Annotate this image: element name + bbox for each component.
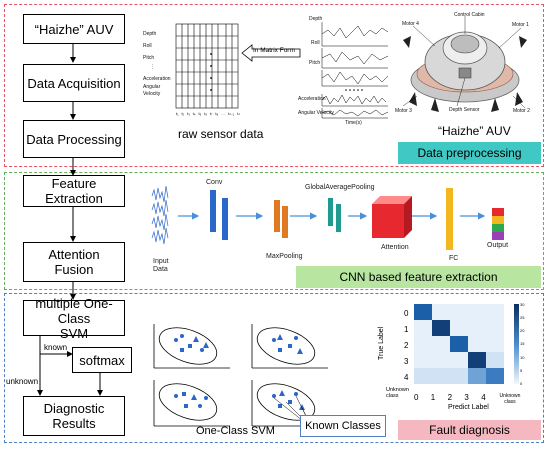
cb-tick-10: 10	[520, 354, 525, 360]
col-t5: t₅	[198, 111, 202, 116]
softmax-box: softmax	[72, 347, 132, 373]
data-preprocessing-tag: Data preprocessing	[398, 142, 541, 164]
confusion-matrix	[414, 304, 519, 384]
one-class-svm-box: multiple One-Class SVM	[23, 296, 125, 341]
cm-row-labels: 0 1 2 3 4	[404, 306, 408, 386]
raw-sensor-data-label: raw sensor data	[178, 127, 264, 141]
attention-fusion-line1: Attention	[48, 247, 100, 262]
diag-line1: Diagnostic	[43, 401, 105, 416]
matrix-row-velocity: Velocity	[143, 91, 161, 97]
cb-tick-20: 20	[520, 328, 525, 334]
auv-box: “Haizhe” AUV	[23, 14, 125, 44]
cnn-data-label: Data	[153, 266, 168, 273]
col-t4: t₄	[192, 111, 196, 116]
data-processing-box: Data Processing	[23, 120, 125, 158]
diagnostic-results-box: Diagnostic Results	[23, 396, 125, 436]
cm-col-2: 2	[447, 393, 453, 402]
signal-label-pitch: Pitch	[309, 60, 321, 66]
cm-row-1: 1	[404, 325, 409, 334]
signal-label-angular-velocity: Angular Velocity	[298, 110, 334, 116]
cm-predict-label: Predict Label	[448, 404, 489, 411]
feature-extraction-box: Feature Extraction	[23, 175, 125, 207]
cm-col-0: 0	[414, 393, 419, 402]
known-classes-box: Known Classes	[300, 415, 386, 437]
fault-diagnosis-tag: Fault diagnosis	[398, 420, 541, 440]
matrix-row-acceleration: Acceleration	[143, 76, 171, 82]
cnn-attention-label: Attention	[381, 244, 409, 251]
matrix-form-label: In Matrix Form	[253, 47, 295, 54]
robot-label-motor3: Motor 3	[395, 108, 412, 114]
sensor-matrix	[175, 23, 239, 109]
col-t1: t₁	[176, 111, 179, 116]
robot-label-motor2: Motor 2	[513, 108, 530, 114]
signal-label-acceleration: Acceleration	[298, 96, 326, 102]
cm-col-labels: 0 1 2 3 4 Unknown class	[414, 393, 522, 405]
cm-row-4: 4	[404, 373, 409, 382]
attention-fusion-box: Attention Fusion	[23, 242, 125, 282]
data-preprocessing-section	[4, 4, 544, 167]
cm-true-label: True Label	[378, 326, 385, 360]
cb-tick-15: 15	[520, 341, 525, 347]
col-t6: t₆	[204, 111, 207, 116]
matrix-row-angular: Angular	[143, 84, 161, 90]
auv-caption: “Haizhe” AUV	[438, 124, 511, 138]
cnn-output-label: Output	[487, 242, 509, 249]
sensor-signals-plot	[321, 22, 389, 119]
matrix-row-depth: Depth	[143, 31, 157, 37]
cb-tick-25: 25	[520, 315, 525, 321]
cnn-gap-label: GlobalAveragePooling	[305, 184, 375, 191]
ocsvm-line1: multiple One-Class	[35, 295, 113, 326]
cm-row-0: 0	[404, 309, 409, 318]
matrix-row-pitch: Pitch	[143, 55, 155, 61]
robot-label-motor1: Motor 1	[512, 22, 529, 28]
cb-tick-0: 0	[520, 380, 523, 386]
robot-label-depth-sensor: Depth Sensor	[449, 107, 480, 113]
col-t3: t₃	[187, 111, 190, 116]
cnn-architecture	[151, 185, 504, 250]
colorbar-ticks: 30 25 20 15 10 5 0	[520, 302, 524, 386]
cm-col-3: 3	[464, 393, 469, 402]
matrix-row-dots: ⋮	[150, 64, 155, 70]
col-t8: t₈	[215, 111, 219, 116]
cm-row-3: 3	[404, 357, 409, 366]
one-class-svm-caption: One-Class SVM	[196, 425, 275, 437]
col-t2: t₂	[181, 111, 185, 116]
signal-label-roll: Roll	[311, 40, 320, 46]
cb-tick-5: 5	[520, 367, 523, 373]
cm-col-unknown: Unknown class	[499, 393, 521, 405]
robot-label-motor4: Motor 4	[402, 21, 419, 27]
cnn-feature-extraction-tag: CNN based feature extraction	[296, 266, 541, 288]
signal-label-depth: Depth	[309, 16, 323, 22]
cb-tick-30: 30	[520, 302, 525, 307]
col-ellipsis: …	[221, 111, 226, 116]
diag-line2: Results	[52, 416, 96, 431]
cnn-fc-label: FC	[449, 255, 459, 262]
cm-col-4: 4	[481, 393, 486, 402]
feature-extraction-section	[4, 172, 544, 290]
matrix-row-roll: Roll	[143, 43, 152, 49]
cm-col-1: 1	[430, 393, 436, 402]
known-label: known	[44, 343, 68, 352]
col-t7: t₇	[209, 111, 213, 116]
fault-diagnosis-section	[4, 293, 544, 443]
attention-fusion-line2: Fusion	[54, 262, 94, 277]
cm-row-unknown: Unknown class	[386, 387, 409, 399]
signal-xlabel: Time(s)	[345, 120, 362, 126]
auv-illustration	[402, 16, 527, 112]
col-tn-1: tₙ₋₁	[228, 111, 235, 116]
ocsvm-line2: SVM	[59, 325, 89, 341]
matrix-form-arrow	[241, 44, 301, 62]
col-tn: tₙ	[237, 111, 240, 116]
cnn-maxpool-label: MaxPooling	[266, 253, 303, 260]
data-acquisition-box: Data Acquisition	[23, 64, 125, 102]
cm-row-2: 2	[404, 341, 409, 350]
cnn-input-label: Input	[153, 258, 169, 265]
matrix-col-labels: t₁ t₂ t₃ t₄ t₅ t₆ t₇ t₈ … tₙ₋₁ tₙ	[176, 111, 240, 116]
robot-label-control-cabin: Control Cabin	[454, 12, 485, 18]
cnn-conv-label: Conv	[206, 179, 223, 186]
unknown-label: unknown	[6, 377, 39, 386]
